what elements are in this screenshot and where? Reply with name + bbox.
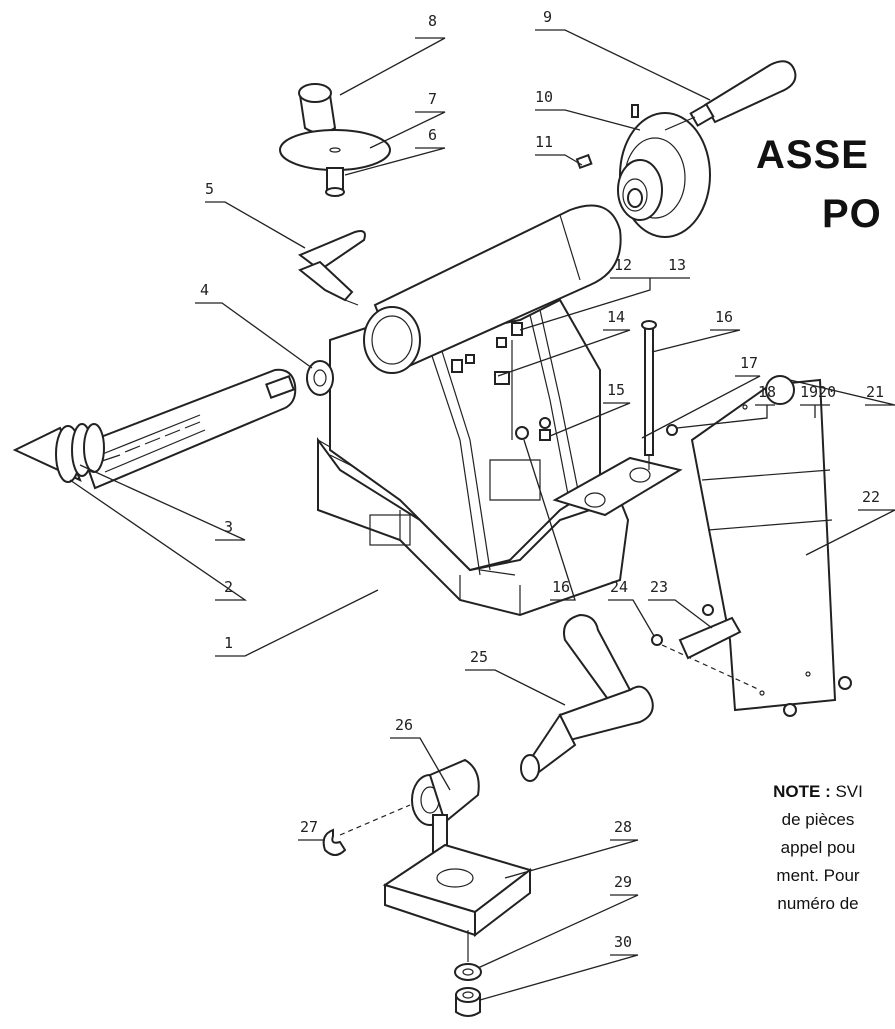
callout-1920: 1920 xyxy=(800,383,836,401)
callout-labels: 8 7 6 9 10 11 5 4 12 13 14 16 17 15 18 1… xyxy=(200,8,884,951)
leader-lines xyxy=(69,29,895,1001)
callout-13: 13 xyxy=(668,256,686,274)
quill-housing xyxy=(363,204,622,374)
callout-22: 22 xyxy=(862,488,880,506)
callout-9: 9 xyxy=(543,8,552,26)
title-line-1: ASSE xyxy=(756,133,869,177)
callout-12: 12 xyxy=(614,256,632,274)
callout-4: 4 xyxy=(200,281,209,299)
knob-disc-assembly xyxy=(279,83,391,197)
callout-7: 7 xyxy=(428,90,437,108)
quill-part xyxy=(78,368,297,490)
callout-18: 18 xyxy=(758,383,776,401)
callout-10: 10 xyxy=(535,88,553,106)
locking-lever-part xyxy=(298,230,366,306)
hinge-part xyxy=(515,417,761,691)
callout-27: 27 xyxy=(300,818,318,836)
callout-11: 11 xyxy=(535,133,553,151)
clamp-block-part xyxy=(382,843,533,938)
note-block: NOTE : SVI de pièces appel pou ment. Pou… xyxy=(738,778,895,918)
callout-8: 8 xyxy=(428,12,437,30)
pin-and-plate xyxy=(552,320,683,517)
washer-nut-parts xyxy=(454,930,482,1017)
callout-21: 21 xyxy=(866,383,884,401)
callout-3: 3 xyxy=(224,518,233,536)
callout-30: 30 xyxy=(614,933,632,951)
callout-15: 15 xyxy=(607,381,625,399)
note-line-3: appel pou xyxy=(780,838,856,857)
callout-6: 6 xyxy=(428,126,437,144)
callout-16a: 16 xyxy=(715,308,733,326)
note-line-4: ment. Pour xyxy=(776,866,860,885)
washer-part xyxy=(306,360,334,396)
cover-panel xyxy=(690,375,852,717)
callout-14: 14 xyxy=(607,308,625,326)
callout-5: 5 xyxy=(205,180,214,198)
callout-23: 23 xyxy=(650,578,668,596)
handle-part xyxy=(664,60,797,131)
callout-29: 29 xyxy=(614,873,632,891)
note-line-1: SVI xyxy=(835,782,863,801)
handwheel-part xyxy=(617,104,711,238)
retaining-clip-part xyxy=(322,828,347,856)
set-screw-part xyxy=(575,153,593,170)
screws-12-15 xyxy=(451,322,551,441)
callout-16b: 16 xyxy=(552,578,570,596)
callout-26: 26 xyxy=(395,716,413,734)
callout-1: 1 xyxy=(224,634,233,652)
callout-25: 25 xyxy=(470,648,488,666)
live-center-part xyxy=(12,423,105,483)
note-line-5: numéro de xyxy=(777,894,859,913)
callout-24: 24 xyxy=(610,578,628,596)
note-line-2: de pièces xyxy=(781,810,855,829)
crank-handle-part xyxy=(520,613,654,782)
title-line-2: PO xyxy=(822,192,882,236)
callout-2: 2 xyxy=(224,578,233,596)
note-label: NOTE : xyxy=(773,782,831,801)
callout-17: 17 xyxy=(740,354,758,372)
callout-28: 28 xyxy=(614,818,632,836)
